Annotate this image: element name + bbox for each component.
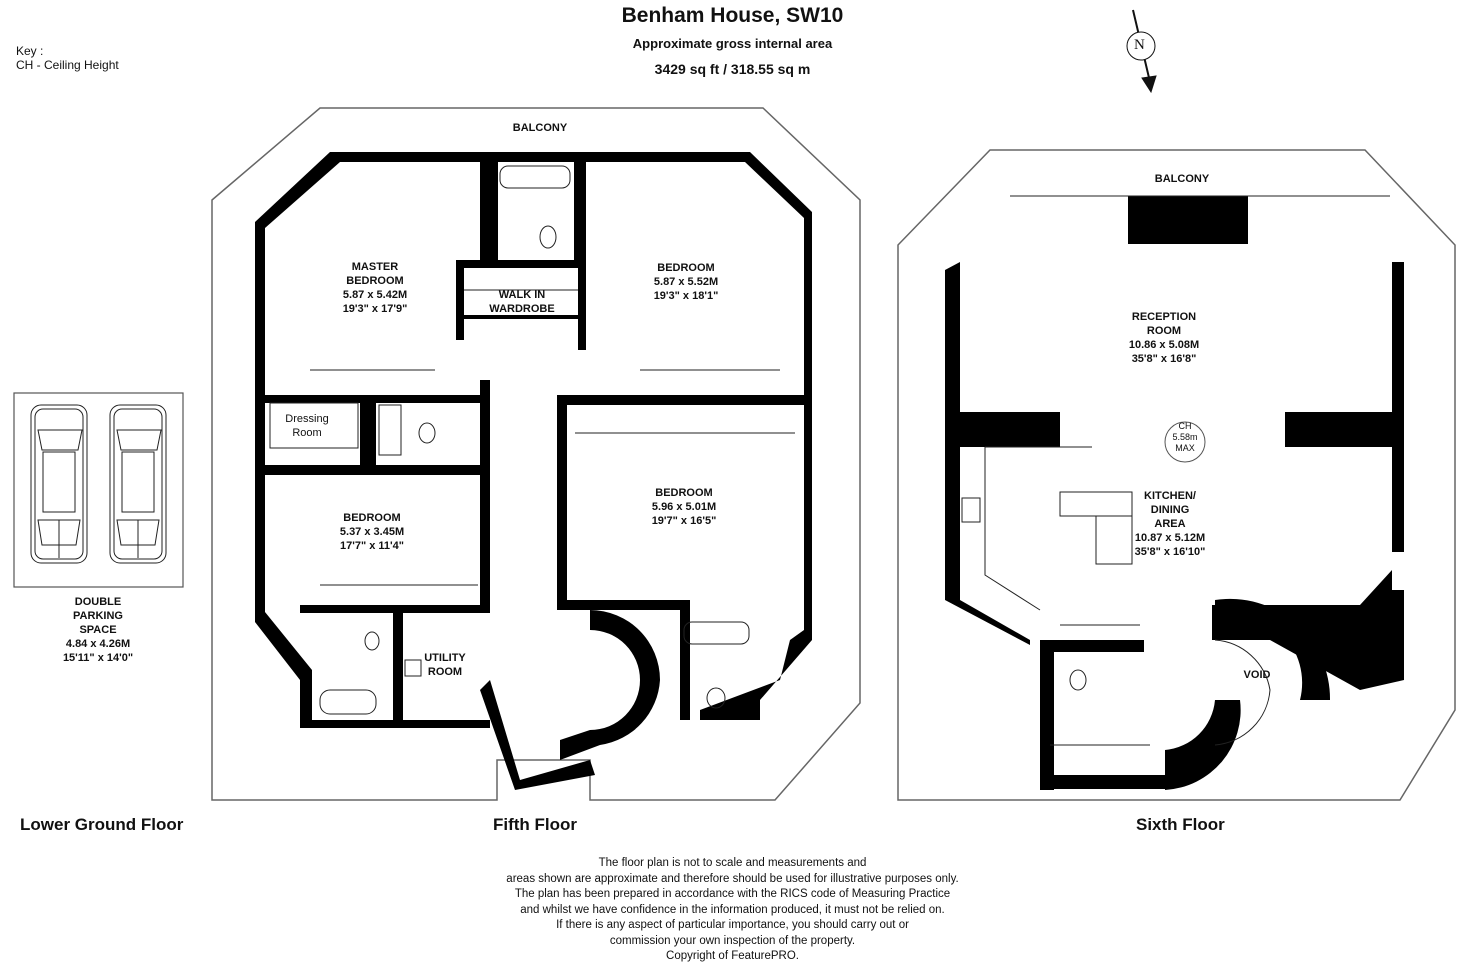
ceiling-height-badge-circle <box>1164 421 1206 463</box>
room-label-void: VOID <box>1243 669 1271 681</box>
room-label-kitchen-dining: KITCHEN/ DINING AREA 10.87 x 5.12M 35'8"… <box>1134 490 1206 558</box>
bathtub-icon <box>319 689 377 715</box>
toilet-icon <box>1069 669 1087 691</box>
car-icon <box>109 404 167 564</box>
bathtub-icon <box>683 621 750 645</box>
floor-label-lower-ground: Lower Ground Floor <box>20 815 184 834</box>
room-label-master-bedroom: MASTER BEDROOM 5.87 x 5.42M 19'3" x 17'9… <box>342 261 408 315</box>
disclaimer: The floor plan is not to scale and measu… <box>506 857 959 962</box>
room-label-reception-room: RECEPTION ROOM 10.86 x 5.08M 35'8" x 16'… <box>1128 311 1200 365</box>
room-label-bedroom-2: BEDROOM 5.87 x 5.52M 19'3" x 18'1" <box>653 262 719 302</box>
balcony-label-fifth: BALCONY <box>512 122 568 134</box>
page-title: Benham House, SW10 <box>621 4 844 27</box>
fifth-floor-balcony-outline <box>211 107 861 801</box>
bathtub-icon <box>499 165 571 189</box>
dressing-room-outline <box>269 402 359 449</box>
fifth-floor-fixtures <box>269 165 795 715</box>
gross-area: 3429 sq ft / 318.55 sq m <box>654 61 811 77</box>
room-label-parking: DOUBLE PARKING SPACE 4.84 x 4.26M 15'11"… <box>62 596 134 664</box>
room-label-walk-in-wardrobe: WALK IN WARDROBE <box>489 289 555 315</box>
key-heading: Key : <box>16 44 44 58</box>
parking-space-drawing <box>13 392 184 588</box>
sixth-floor-walls <box>945 196 1404 790</box>
shower-icon <box>378 404 402 456</box>
toilet-icon <box>706 687 726 709</box>
room-label-bedroom-4: BEDROOM 5.96 x 5.01M 19'7" x 16'5" <box>651 487 717 527</box>
room-label-dressing-room: Dressing Room <box>285 413 329 439</box>
key-legend: Key : CH - Ceiling Height <box>16 44 119 72</box>
room-label-utility-room: UTILITY ROOM <box>424 652 466 678</box>
toilet-icon <box>539 225 557 249</box>
fifth-floor-walls <box>255 152 812 790</box>
ceiling-height-badge: CH 5.58m MAX <box>1172 421 1198 453</box>
floor-label-fifth: Fifth Floor <box>493 815 578 834</box>
car-icon <box>30 404 88 564</box>
area-subtitle: Approximate gross internal area <box>632 36 833 51</box>
sink-icon <box>404 659 422 677</box>
toilet-icon <box>418 422 436 444</box>
balcony-label-sixth: BALCONY <box>1154 173 1210 185</box>
floor-label-sixth: Sixth Floor <box>1136 815 1225 834</box>
sixth-floor-balcony-outline <box>897 149 1456 801</box>
toilet-icon <box>364 631 380 651</box>
sink-icon <box>961 497 981 523</box>
north-arrow-icon <box>1126 9 1157 94</box>
key-item-ceiling-height: CH - Ceiling Height <box>16 58 119 72</box>
room-label-bedroom-3: BEDROOM 5.37 x 3.45M 17'7" x 11'4" <box>339 512 405 552</box>
compass-label: N <box>1134 37 1145 53</box>
sixth-floor-fixtures <box>961 195 1390 746</box>
